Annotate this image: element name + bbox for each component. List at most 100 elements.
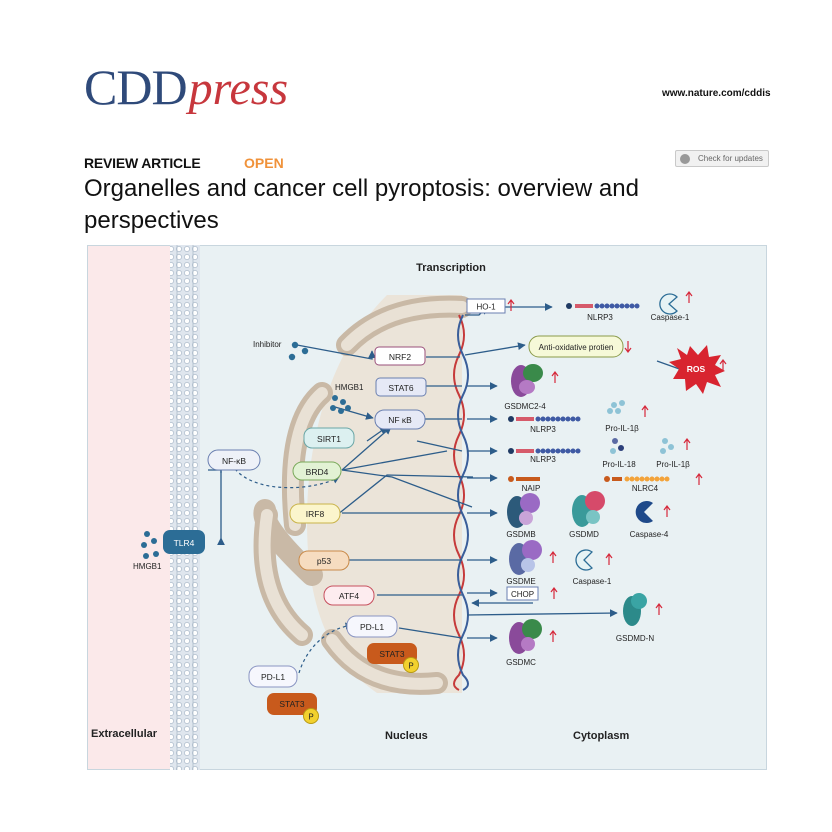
sirt1-node: [303, 427, 355, 449]
p53-node: [298, 550, 350, 571]
extracellular-label: Extracellular: [91, 728, 158, 740]
antioxidative-label: Anti-oxidative protien: [539, 343, 614, 352]
figure-border: [87, 245, 767, 770]
chop-label: CHOP: [511, 590, 534, 599]
pdl1-nuclear-node: [346, 615, 398, 638]
brd4-label: BRD4: [306, 467, 329, 477]
stat3-cyto-label: STAT3: [279, 699, 304, 709]
naip-complex: [508, 476, 540, 482]
gsdme-protein-icon: [509, 540, 542, 575]
ho1-up-arrow-icon: [507, 299, 515, 311]
ros-burst-icon: [669, 345, 725, 394]
nlrp3-2-label: NLRP3: [530, 425, 556, 434]
logo-secondary: press: [188, 62, 289, 115]
atf4-label: ATF4: [339, 591, 359, 601]
gsdmc24-label: GSDMC2-4: [504, 402, 546, 411]
gsdmb-protein-icon: [507, 493, 540, 528]
brd4-to-nfkb-dashed: [234, 468, 340, 489]
antioxidative-protein-node: [528, 335, 624, 358]
transcription-label: Transcription: [416, 262, 486, 274]
gsdme-label: GSDME: [506, 577, 535, 586]
journal-url[interactable]: www.nature.com/cddis: [662, 88, 771, 99]
caspase1-top-icon: [659, 293, 678, 315]
hmgb1-nuclear-molecules: [330, 395, 351, 414]
stat6-label: STAT6: [388, 383, 413, 393]
extracellular-region: [87, 245, 170, 770]
pro-il1b-2-label: Pro-IL-1β: [656, 460, 690, 469]
ho1-box: [466, 298, 506, 314]
pdl1-translocation-dashed: [298, 622, 353, 674]
gsdmb-label: GSDMB: [506, 530, 535, 539]
gsdmc24-protein-icon: [511, 364, 543, 397]
pdl1-nuc-label: PD-L1: [360, 622, 384, 632]
p-nuc-label: P: [408, 662, 413, 671]
gsdmdn-up-arrow-icon: [655, 603, 663, 615]
pro-il18-label: Pro-IL-18: [602, 460, 636, 469]
ho1-label: HO-1: [476, 303, 496, 312]
naip-label: NAIP: [522, 484, 541, 493]
caspase1-top-label: Caspase-1: [651, 313, 690, 322]
gsdmc-up-arrow-icon: [549, 630, 557, 642]
nrf2-node: [374, 346, 426, 366]
stat3-nuc-label: STAT3: [379, 649, 404, 659]
irf8-label: IRF8: [306, 509, 325, 519]
nfkb-nuclear-label: NF κB: [388, 415, 412, 425]
figure-canvas: Transcription Extracellular Nucleus Cyto…: [87, 245, 767, 770]
nlrp3-1-label: NLRP3: [587, 313, 613, 322]
gsdmd-protein-icon: [572, 491, 605, 527]
dna-helix: [453, 314, 469, 691]
nfkb-cytoplasmic-node: [207, 449, 261, 471]
pro-il1b-2-up-arrow-icon: [683, 438, 691, 450]
nlrp3-complex-3: [508, 448, 581, 454]
gsdmc-protein-icon: [509, 619, 542, 654]
nlrp3-complex-2: [508, 416, 581, 422]
logo-primary: CDD: [84, 59, 188, 115]
caspase1-mid-up-arrow-icon: [605, 553, 613, 565]
gsdmdn-protein-icon: [623, 593, 647, 626]
tlr4-label: TLR4: [174, 538, 195, 548]
caspase4-up-arrow-icon: [663, 505, 671, 517]
phospho-nuclear-icon: [403, 657, 419, 673]
pro-il1b-1-label: Pro-IL-1β: [605, 424, 639, 433]
sirt1-label: SIRT1: [317, 434, 341, 444]
gsdmc24-up-arrow-icon: [551, 371, 559, 383]
pro-il18-icon: [610, 438, 624, 454]
hmgb1-nuclear-label: HMGB1: [335, 383, 364, 392]
inhibitor-molecules: [288, 341, 309, 361]
article-type: REVIEW ARTICLE: [84, 155, 201, 171]
check-for-updates-label: Check for updates: [698, 154, 763, 163]
pro-il1b-1-icon: [607, 400, 625, 414]
nfkb-nuclear-node: [374, 409, 426, 430]
p53-label: p53: [317, 556, 331, 566]
caspase1-mid-icon: [575, 549, 593, 571]
journal-logo[interactable]: CDDpress: [84, 58, 288, 115]
stat3-cytoplasmic-node: [267, 693, 317, 715]
nucleus-label: Nucleus: [385, 730, 428, 742]
pyroptosis-figure: Transcription Extracellular Nucleus Cyto…: [87, 245, 767, 770]
nlrp3-3-label: NLRP3: [530, 455, 556, 464]
stat3-nuclear-node: [367, 643, 417, 664]
tlr4-receptor: [163, 530, 205, 554]
pdl1-cyto-label: PD-L1: [261, 672, 285, 682]
nrf2-label: NRF2: [389, 352, 411, 362]
hmgb1-outside-label: HMGB1: [133, 562, 162, 571]
cytoplasm-label: Cytoplasm: [573, 730, 629, 742]
ros-label: ROS: [687, 364, 706, 374]
nlrc4-label: NLRC4: [632, 484, 659, 493]
chop-box: [506, 586, 539, 601]
gsdmc-label: GSDMC: [506, 658, 536, 667]
p-cyto-label: P: [308, 713, 313, 722]
atf4-node: [323, 585, 375, 606]
article-title: Organelles and cancer cell pyroptosis: o…: [84, 175, 639, 234]
stat6-node: [375, 377, 427, 397]
antioxidative-down-arrow-icon: [624, 341, 632, 353]
caspase1-mid-label: Caspase-1: [573, 577, 612, 586]
check-for-updates-button[interactable]: Check for updates: [675, 150, 769, 167]
ros-up-arrow-icon: [719, 359, 727, 371]
hmgb1-extracellular: [141, 531, 159, 559]
nlrc4-up-arrow-icon: [695, 473, 703, 485]
nfkb-cyto-label: NF-κB: [222, 456, 246, 466]
brd4-node: [292, 461, 342, 481]
pro-il1b-1-up-arrow-icon: [641, 405, 649, 417]
gsdme-up-arrow-icon: [549, 551, 557, 563]
